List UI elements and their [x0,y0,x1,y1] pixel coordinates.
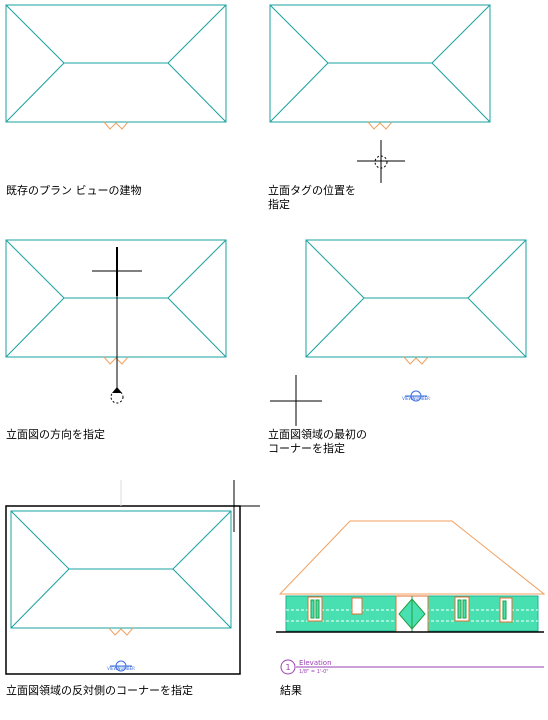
window [454,596,470,622]
entry-door [395,595,429,633]
door-mark [103,121,129,130]
tag-label: VIEWNUMBER [107,666,135,671]
plan-view-2 [269,4,491,183]
caption-step-4: 立面図領域の最初の コーナーを指定 [268,428,367,455]
building-outline [5,4,227,123]
roof-outline [278,520,546,595]
view-number-bubble [280,659,296,675]
elevation-result: 1 Elevation 1/8" = 1'-0" [276,520,546,675]
caption-step-1: 既存のプラン ビューの建物 [6,184,142,197]
view-title: 1 Elevation 1/8" = 1'-0" [280,659,544,675]
caption-step-6: 結果 [280,684,302,697]
caption-step-3: 立面図の方向を指定 [6,428,105,441]
view-name: Elevation [299,659,332,667]
plan-view-1 [5,4,227,130]
hip-lines-top [5,4,227,64]
view-number: 1 [285,663,290,672]
window [307,596,323,622]
plan-view-3 [5,239,227,404]
plan-view-4 [270,239,527,426]
corner-crosshair-icon [270,375,322,426]
hip-line-bl [5,62,65,123]
plan-view-5 [5,480,260,675]
corner-crosshair-icon [208,480,260,532]
crosshair-cursor-icon [357,140,405,183]
elevation-tag-icon [405,390,427,402]
hip-line-br [167,62,227,123]
caption-step-2: 立面タグの位置を 指定 [268,184,356,211]
crop-region [5,505,241,675]
caption-step-5: 立面図領域の反対側のコーナーを指定 [6,684,193,697]
elevation-tag-icon [110,660,132,672]
window [351,597,363,615]
view-scale: 1/8" = 1'-0" [299,669,329,675]
direction-crosshair-icon [92,247,142,404]
tag-label: VIEWNUMBER [402,396,430,401]
